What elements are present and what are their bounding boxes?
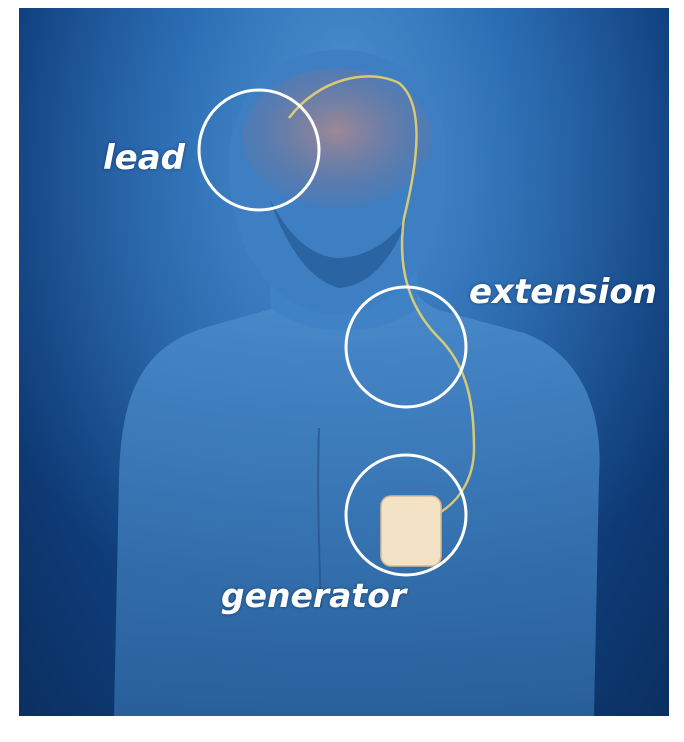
lead-label: lead bbox=[103, 138, 185, 178]
illustration-frame: lead extension generator bbox=[19, 8, 669, 716]
generator-device bbox=[381, 496, 441, 566]
generator-label: generator bbox=[221, 576, 406, 615]
extension-label: extension bbox=[469, 272, 657, 312]
